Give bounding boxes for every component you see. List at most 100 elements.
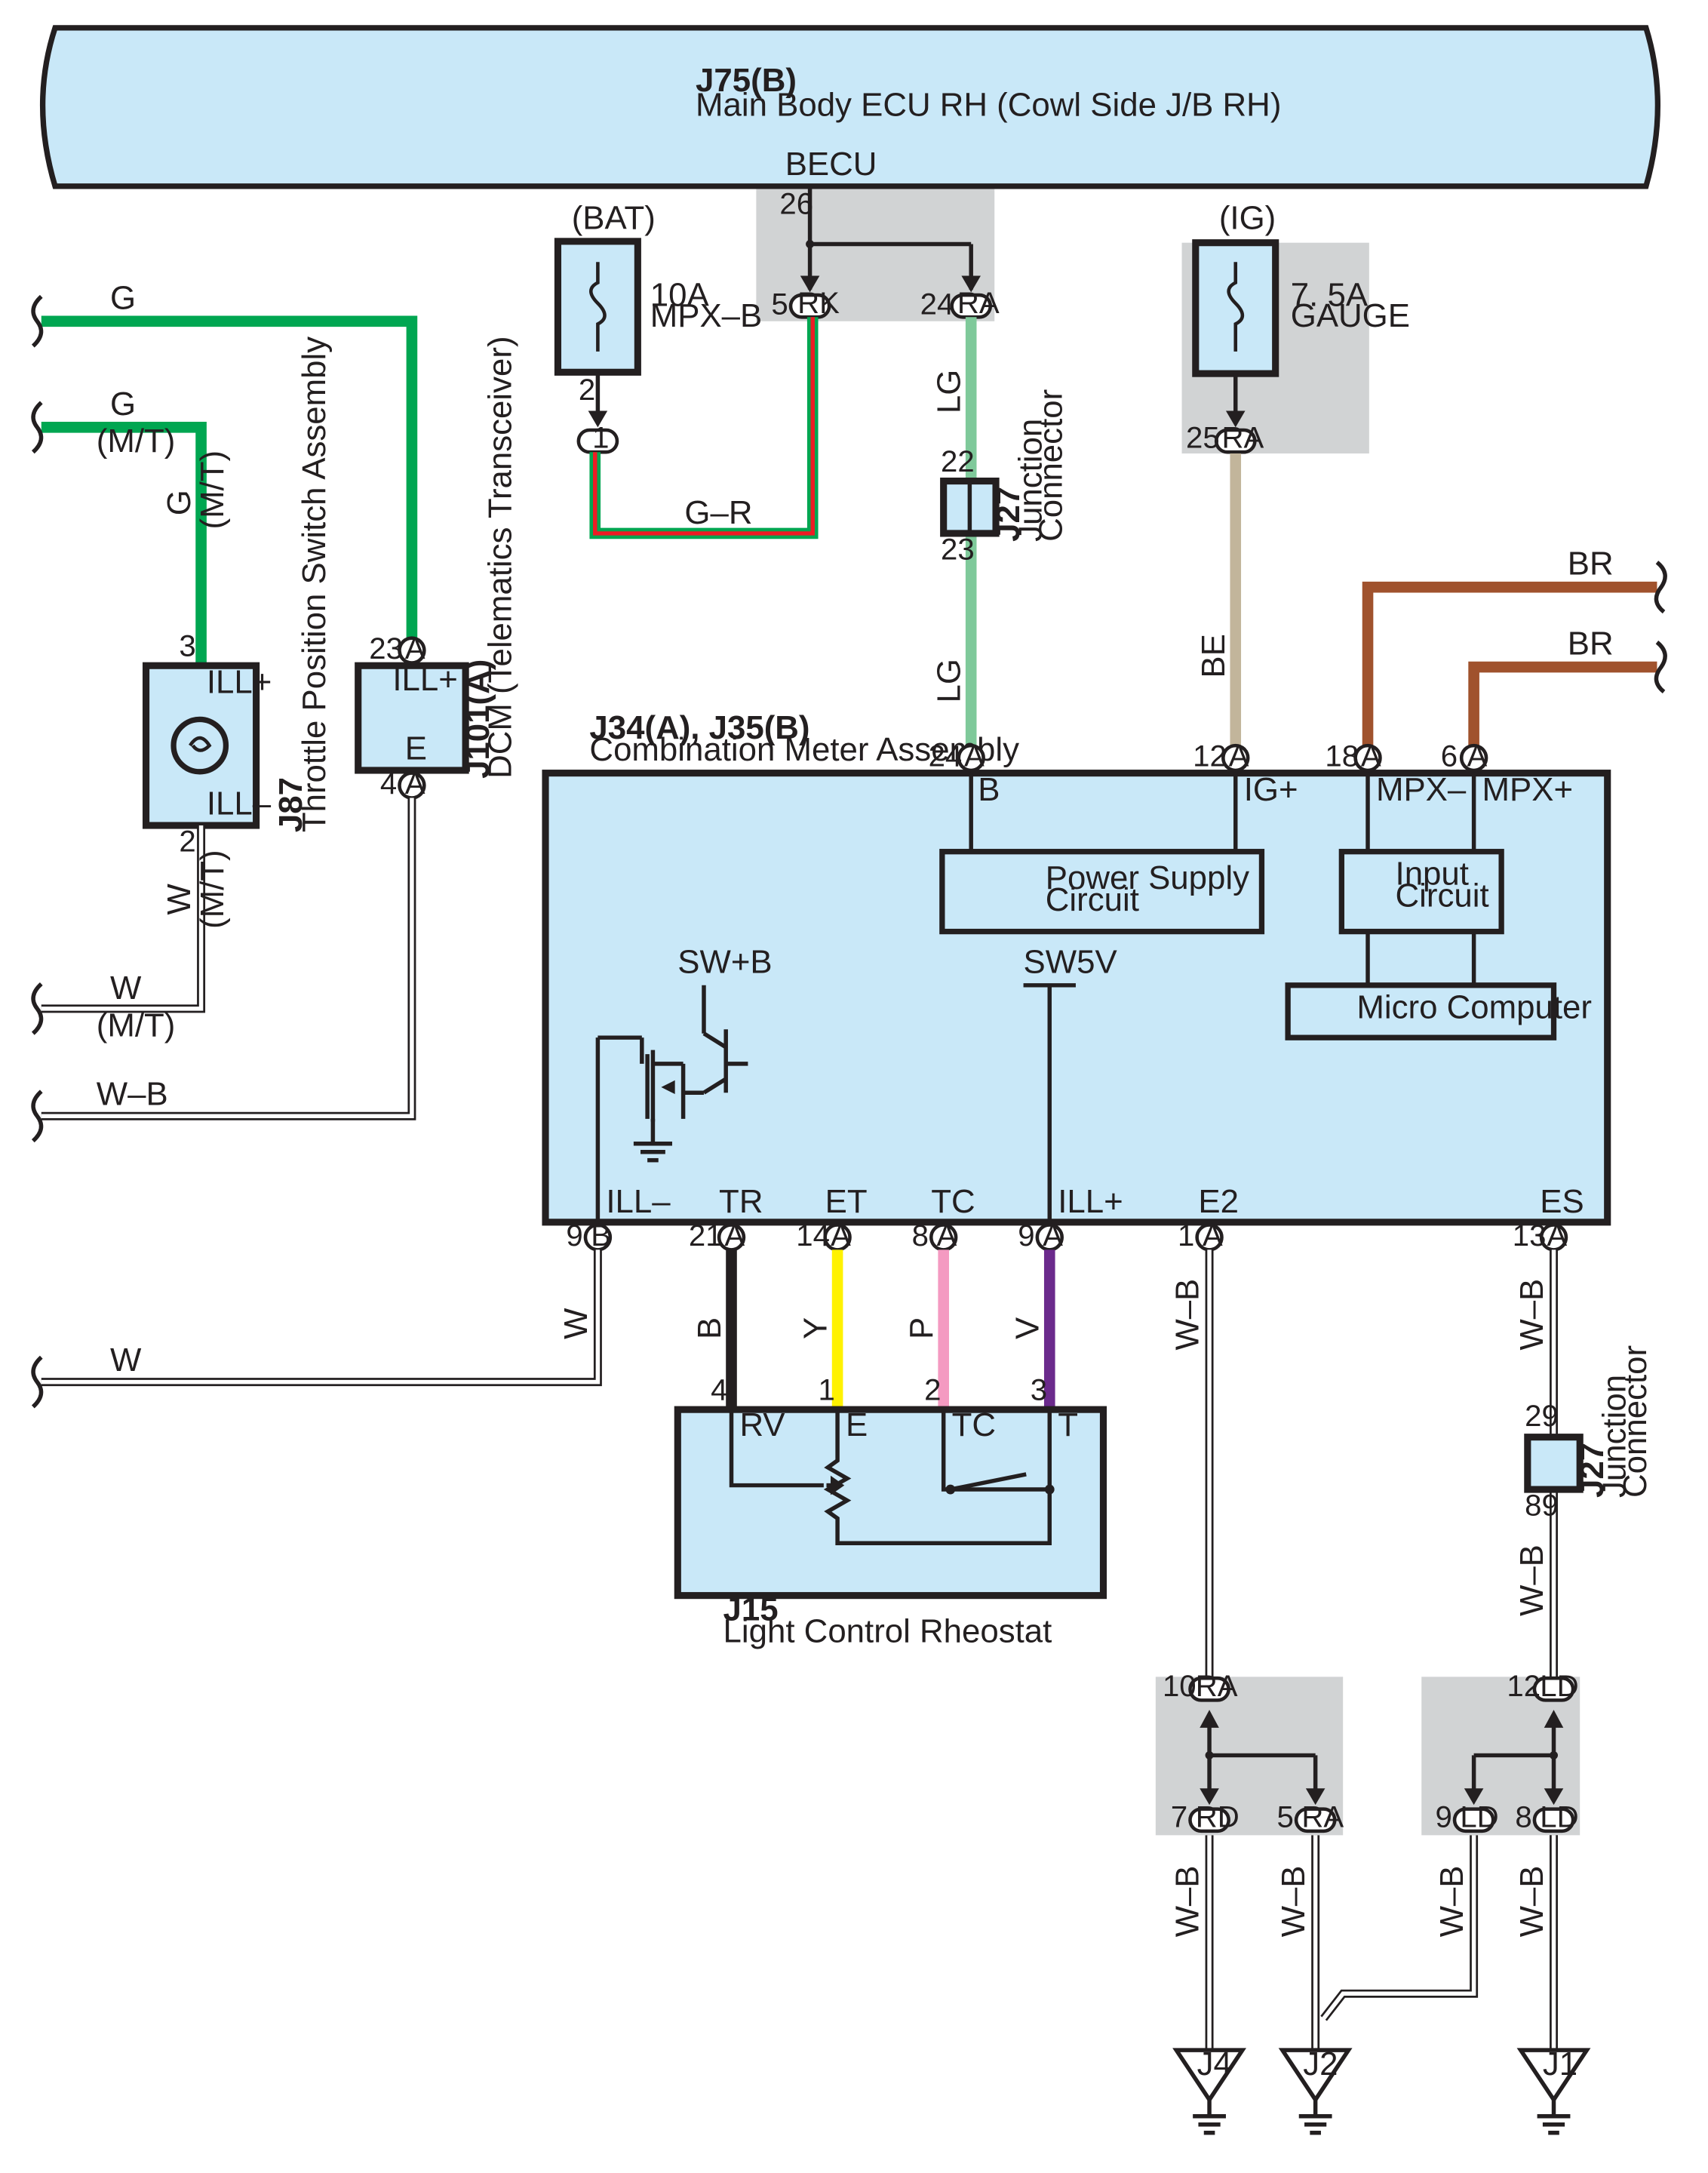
meter-name: Combination Meter Assembly <box>589 731 1019 768</box>
fuse-ig-conn: RA <box>1221 421 1264 455</box>
meter-top-pin-4: 6 <box>1441 739 1458 773</box>
rheostat-id: J15 <box>723 1591 779 1628</box>
dcm-conn-bottom: A <box>405 767 425 801</box>
meter-bottom-pin-7: 13 <box>1513 1219 1547 1252</box>
meter-bottom-conn-6: A <box>1203 1219 1223 1252</box>
splice2-out2-conn: LD <box>1540 1800 1578 1833</box>
throttle-id: J87 <box>272 777 309 832</box>
rheostat-pin-3: 2 <box>924 1372 941 1406</box>
dcm-pin-top: 23 <box>369 632 403 665</box>
meter-bottom-term-3: ET <box>825 1183 868 1220</box>
rheostat-wires: B Y P V <box>691 1249 1055 1410</box>
throttle-term-bottom: ILL– <box>207 785 272 822</box>
junction-connector-top: 22 23 J27 Junction Connector <box>940 389 1070 567</box>
fuse-bat-name: MPX–B <box>650 297 762 334</box>
wire-g-r: G–R <box>589 317 819 539</box>
junction-top-pin-in: 22 <box>941 444 975 478</box>
input-circuit-label: Input <box>1396 856 1469 893</box>
ecu-pin-26: 26 <box>779 186 813 220</box>
ground-j2-label: J2 <box>1303 2045 1338 2082</box>
rheostat-term-tc: TC <box>952 1406 996 1443</box>
swb-label: SW+B <box>677 943 772 980</box>
dcm-term-top: ILL+ <box>392 661 457 698</box>
fuse-bat-rating: 10A <box>650 277 710 314</box>
wire-br-label-1: BR <box>1568 546 1614 582</box>
wire-br-label-2: BR <box>1568 625 1614 662</box>
splice2-in-pin: 12 <box>1507 1669 1541 1703</box>
junction-connector-right: 29 89 J27 Junction Connector <box>1524 1345 1654 1523</box>
wire-mt-label-1: (M/T) <box>97 423 176 459</box>
sw5v-label: SW5V <box>1024 943 1118 980</box>
meter-top-term-1: B <box>978 771 1000 808</box>
wire-wb-label-1: W–B <box>97 1076 168 1113</box>
wire-wb-label-4: W–B <box>1513 1544 1550 1616</box>
dcm-conn-top: A <box>405 632 425 665</box>
wire-mt-label-2: (M/T) <box>194 450 231 530</box>
junction-top-id: J27 <box>990 487 1027 542</box>
throttle-position-switch: ILL+ ILL– 3 2 J87 Throttle Position Swit… <box>142 337 333 859</box>
wire-v-label: V <box>1009 1317 1046 1339</box>
meter-id: J34(A), J35(B) <box>589 709 809 746</box>
meter-bottom-conn-2: A <box>724 1219 745 1252</box>
throttle-term-top: ILL+ <box>207 664 272 701</box>
ground-splice-ra: RA 10 RD 7 RA 5 <box>1155 1669 1344 1836</box>
wire-wb-label-6: W–B <box>1275 1866 1312 1938</box>
fuse-bat-source: (BAT) <box>572 199 656 236</box>
ecu-pin-name: BECU <box>785 146 877 183</box>
wire-w-label-3: W <box>110 1342 142 1378</box>
splice1-in-conn: RA <box>1196 1669 1238 1703</box>
fuse-ig-pin: 25 <box>1186 421 1220 455</box>
power-supply-label: Power Supply <box>1046 859 1249 896</box>
meter-top-term-3: MPX– <box>1376 771 1467 808</box>
fuse-bat-conn: 1 <box>592 421 609 455</box>
ground-j4: J4 <box>1172 2045 1246 2135</box>
wire-wb-label-7: W–B <box>1433 1866 1470 1938</box>
meter-bottom-pin-6: 1 <box>1178 1219 1194 1252</box>
meter-bottom-pin-4: 8 <box>912 1219 929 1252</box>
splice1-out1-pin: 7 <box>1171 1800 1187 1833</box>
meter-top-pin-3: 18 <box>1325 739 1359 773</box>
wire-w-label-4: W <box>558 1308 594 1339</box>
ground-j2: J2 <box>1278 2045 1353 2135</box>
wire-wb-label-3: W–B <box>1513 1279 1550 1351</box>
dcm-name: DCM (Telematics Transceiver) <box>481 336 518 779</box>
splice1-out1-conn: RD <box>1196 1800 1240 1833</box>
wire-gr-label: G–R <box>684 494 752 531</box>
rheostat-term-t: T <box>1058 1406 1078 1443</box>
combination-meter: J34(A), J35(B) Combination Meter Assembl… <box>542 709 1611 1252</box>
main-body-ecu: J75(B) Main Body ECU RH (Cowl Side J/B R… <box>40 25 1660 189</box>
meter-bottom-conn-4: A <box>937 1219 957 1252</box>
splice2-in-conn: LD <box>1540 1669 1578 1703</box>
rheostat-pin-2: 1 <box>819 1372 835 1406</box>
meter-top-conn-3: A <box>1361 739 1381 773</box>
junction-right-pin-out: 89 <box>1525 1489 1559 1523</box>
meter-bottom-conn-5: A <box>1043 1219 1063 1252</box>
meter-bottom-conn-7: A <box>1547 1219 1567 1252</box>
wire-g-label-1: G <box>110 279 136 316</box>
dcm-pin-bottom: 4 <box>380 767 397 801</box>
meter-bottom-term-2: TR <box>719 1183 763 1220</box>
meter-bottom-conn-1: B <box>591 1219 611 1252</box>
wire-g: G G (M/T) G (M/T) <box>31 279 418 666</box>
light-control-rheostat: 4 1 2 3 RV E TC T J15 Light Control Rheo… <box>674 1372 1107 1650</box>
wire-be-label: BE <box>1195 634 1232 678</box>
meter-bottom-pin-5: 9 <box>1018 1219 1034 1252</box>
ecu-conn-rk: RK <box>797 286 840 320</box>
ecu-connector-block: 26 RK 5 RA 24 <box>756 186 1000 321</box>
meter-bottom-term-4: TC <box>931 1183 975 1220</box>
junction-top-name: Junction <box>1012 419 1049 542</box>
meter-top-conn-4: A <box>1467 739 1487 773</box>
wire-w-throttle: W (M/T) W (M/T) <box>31 825 231 1043</box>
junction-right-name: Junction <box>1596 1375 1633 1498</box>
rheostat-name: Light Control Rheostat <box>723 1613 1052 1650</box>
fuse-ig-name: GAUGE <box>1291 297 1410 334</box>
dcm-id: J101(A) <box>459 659 496 779</box>
input-circuit-label-2: Circuit <box>1396 877 1489 914</box>
junction-right-pin-in: 29 <box>1525 1399 1559 1433</box>
meter-top-pin-1: 24 <box>929 739 963 773</box>
wire-mt-label-4: (M/T) <box>194 850 231 929</box>
wire-g-label-2: G <box>110 386 136 423</box>
splice1-out2-conn: RA <box>1301 1800 1344 1833</box>
wire-mt-label-3: (M/T) <box>97 1007 176 1043</box>
